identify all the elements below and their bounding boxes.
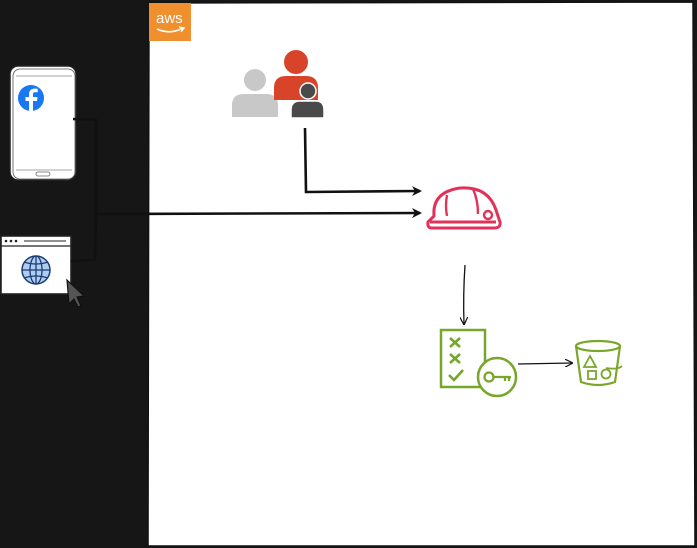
helmet-to-policy-arrow xyxy=(464,264,465,324)
globe-icon xyxy=(21,255,51,285)
aws-logo: aws xyxy=(149,3,191,41)
browser-connector xyxy=(70,213,98,263)
users-to-helmet-arrow xyxy=(303,127,422,197)
users-icon xyxy=(232,50,325,119)
helmet-icon xyxy=(426,186,502,230)
policy-key-icon xyxy=(439,328,518,398)
bucket-icon xyxy=(574,339,623,387)
policy-to-bucket-arrow xyxy=(517,363,572,364)
aws-logo-text: aws xyxy=(156,10,183,27)
aws-cloud-canvas xyxy=(147,1,696,547)
mobile-phone xyxy=(9,65,77,181)
devices-to-helmet-arrow xyxy=(95,208,422,219)
mouse-cursor-icon xyxy=(66,278,86,308)
facebook-icon xyxy=(18,85,44,112)
mobile-connector xyxy=(72,117,98,214)
